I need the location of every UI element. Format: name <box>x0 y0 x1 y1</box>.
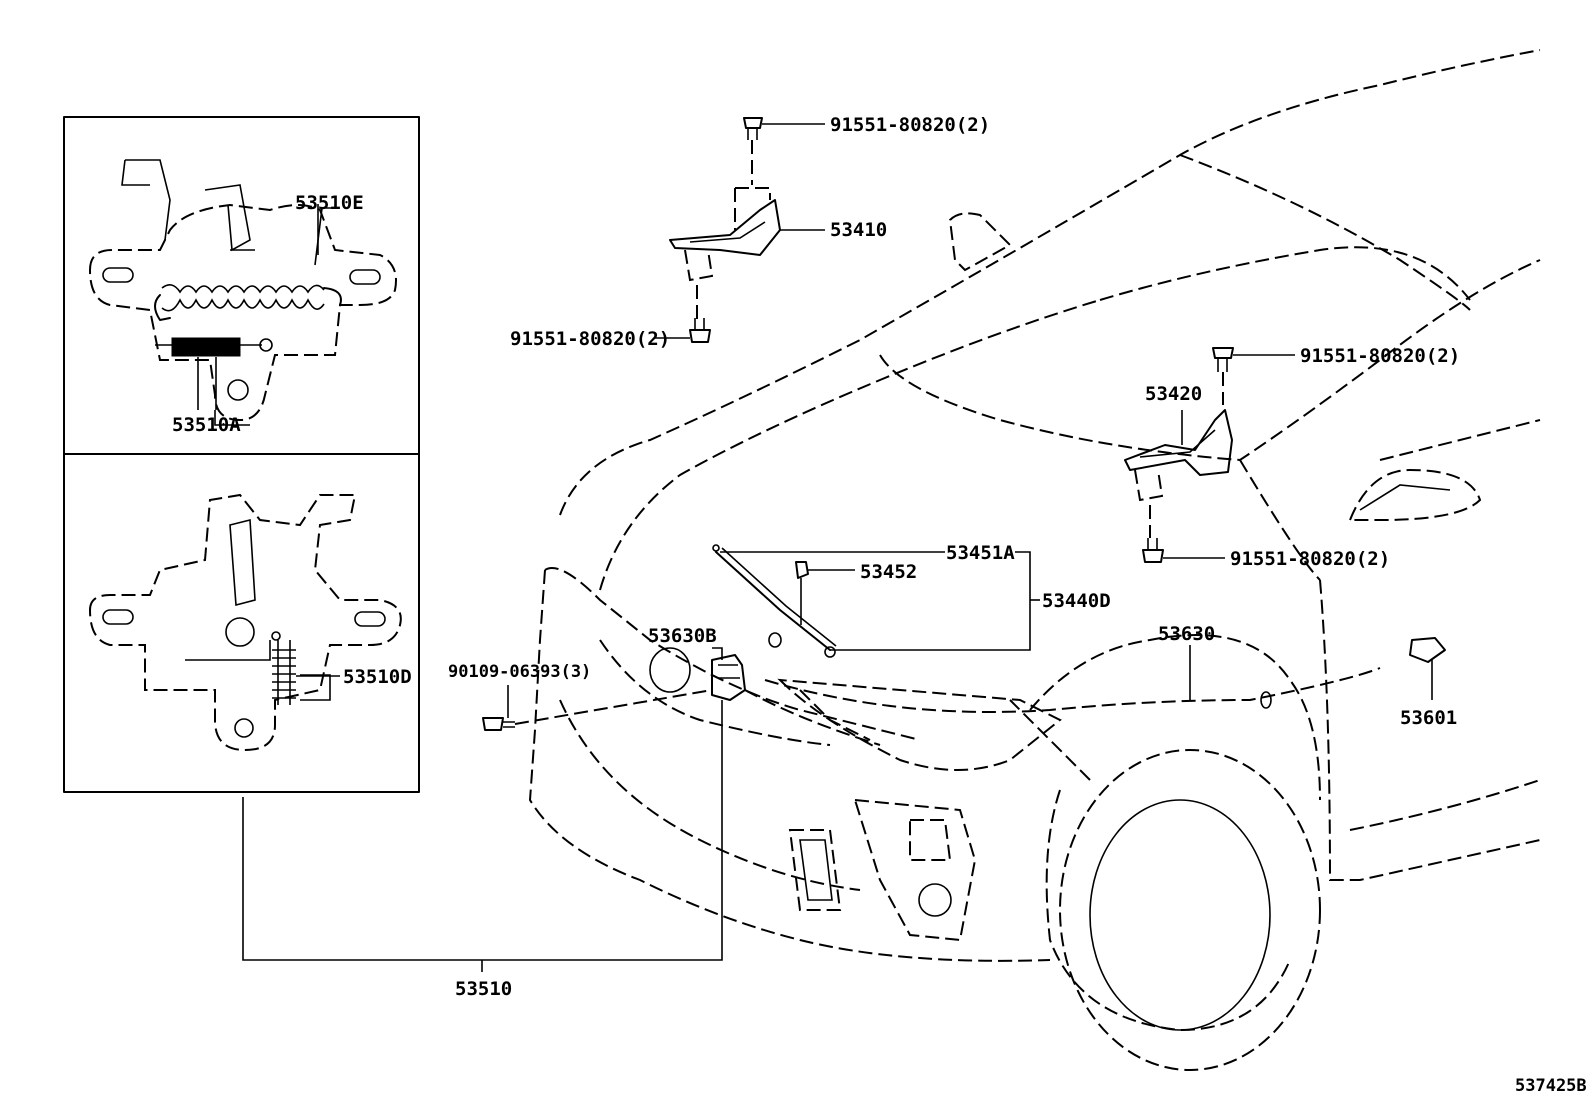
inset-box-top <box>63 116 420 455</box>
label-spring-a: 53510A <box>172 414 241 436</box>
label-release-cable: 53630 <box>1158 623 1215 645</box>
label-bolt-latch: 90109-06393(3) <box>448 662 591 682</box>
latch-part <box>514 632 1446 746</box>
leader-lines <box>214 123 1433 972</box>
label-latch-assy: 53510 <box>455 978 512 1000</box>
label-support-assy: 53440D <box>1042 590 1111 612</box>
label-release-lever: 53601 <box>1400 707 1457 729</box>
bolt-icon <box>482 117 1234 731</box>
label-hinge-right: 53420 <box>1145 383 1202 405</box>
latch-spring-detail-bottom <box>88 493 402 752</box>
latch-spring-detail-top <box>88 159 397 422</box>
label-latch-cable-clip: 53630B <box>648 625 717 647</box>
label-support-rod: 53451A <box>946 542 1015 564</box>
label-spring-e: 53510E <box>295 192 364 214</box>
label-bolt-top-right: 91551-80820(2) <box>1300 345 1460 367</box>
label-bolt-mid-right: 91551-80820(2) <box>1230 548 1390 570</box>
hinge-left-part <box>669 140 781 320</box>
label-bolt-mid-left: 91551-80820(2) <box>510 328 670 350</box>
hinge-right-part <box>1124 372 1233 538</box>
diagram-id-label: 537425B <box>1515 1076 1587 1096</box>
inset-box-bottom <box>63 453 420 793</box>
label-rod-holder: 53452 <box>860 561 917 583</box>
label-hinge-left: 53410 <box>830 219 887 241</box>
label-spring-d: 53510D <box>343 666 412 688</box>
label-bolt-top-left: 91551-80820(2) <box>830 114 990 136</box>
support-rod-part <box>712 544 837 658</box>
vehicle-outline <box>528 49 1541 1071</box>
